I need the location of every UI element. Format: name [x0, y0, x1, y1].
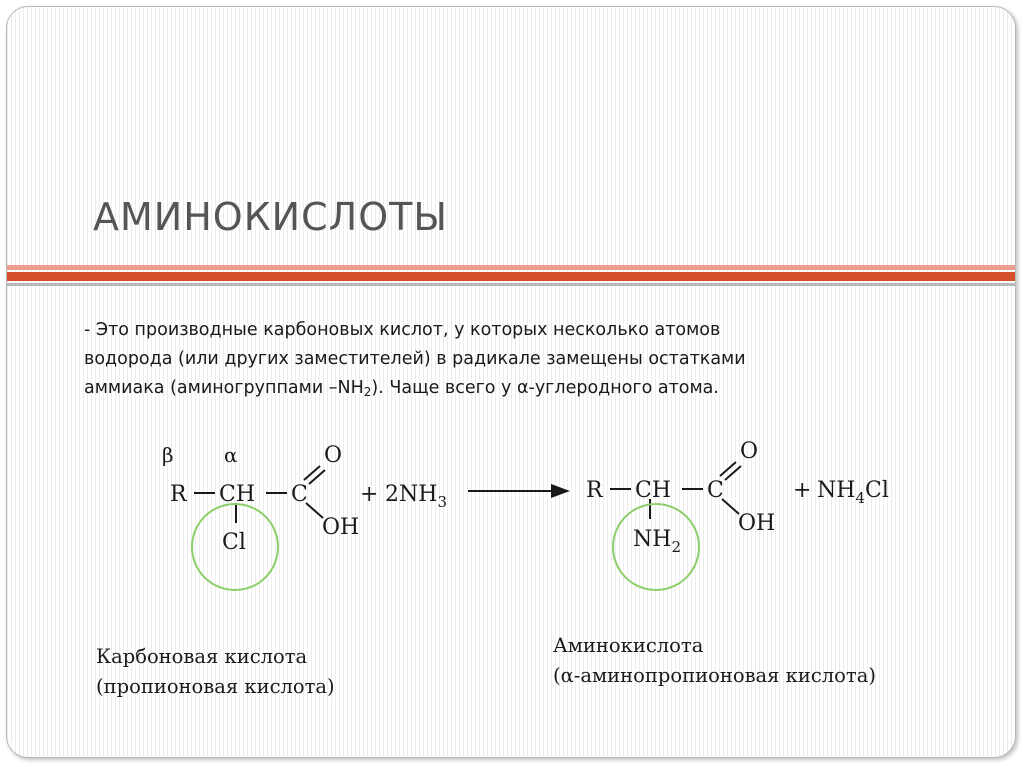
- reactant-double-bond-b: [308, 469, 326, 485]
- alpha-label: α: [224, 443, 238, 467]
- title-divider-gray: [7, 283, 1015, 286]
- slide-title: АМИНОКИСЛОТЫ: [93, 195, 448, 239]
- reactant-highlight-circle: [191, 503, 279, 591]
- reactant-substituent: Cl: [222, 530, 246, 555]
- beta-label: β: [162, 443, 174, 467]
- product-substituent: NH2: [633, 527, 681, 556]
- product-c: C: [707, 478, 724, 503]
- byproduct-subscript: 4: [855, 489, 865, 507]
- caption-left-line-1: Карбоновая кислота: [96, 645, 308, 668]
- definition-line-3-start: аммиака (аминогруппами –NH: [84, 378, 364, 398]
- definition-line-3-end: ). Чаще всего у α-углеродного атома.: [371, 378, 719, 398]
- product-r: R: [586, 478, 604, 503]
- reactant-bond-c-oh: [305, 502, 324, 519]
- reagent-coefficient: 2: [385, 482, 399, 507]
- reactant-double-bond-a: [303, 465, 321, 481]
- definition-line-1: - Это производные карбоновых кислот, у к…: [84, 320, 721, 340]
- definition-line-2: водорода (или других заместителей) в рад…: [84, 349, 746, 369]
- reagent-nh: NH: [399, 482, 437, 507]
- reagent-formula: 2NH3: [385, 482, 447, 511]
- caption-right-line-2: (α-аминопропионовая кислота): [553, 664, 876, 687]
- reactant-o: O: [324, 443, 342, 468]
- reagent-plus: +: [360, 482, 378, 507]
- byproduct-cl: Cl: [865, 478, 889, 503]
- product-double-bond-a: [719, 461, 737, 477]
- product-ch: CH: [635, 478, 671, 503]
- definition-nh2-subscript: 2: [363, 385, 372, 399]
- byproduct-nh: NH: [817, 478, 855, 503]
- reactant-c: C: [291, 482, 308, 507]
- product-substituent-subscript: 2: [671, 538, 681, 556]
- reaction-arrow-head: [551, 484, 570, 498]
- reactant-oh: OH: [322, 515, 359, 540]
- title-divider-light: [7, 265, 1015, 270]
- caption-right-line-1: Аминокислота: [553, 634, 704, 657]
- title-divider-accent: [7, 272, 1015, 281]
- product-o: O: [740, 439, 758, 464]
- product-bond-c-oh: [721, 498, 740, 515]
- product-nh: NH: [633, 527, 671, 552]
- caption-amino-acid: Аминокислота (α-аминопропионовая кислота…: [553, 631, 876, 691]
- reactant-r: R: [170, 482, 188, 507]
- caption-carboxylic-acid: Карбоновая кислота (пропионовая кислота): [96, 642, 335, 702]
- caption-left-line-2: (пропионовая кислота): [96, 675, 335, 698]
- reagent-subscript: 3: [437, 493, 447, 511]
- product-highlight-circle: [612, 503, 700, 591]
- product-oh: OH: [738, 511, 775, 536]
- definition-text: - Это производные карбоновых кислот, у к…: [84, 316, 964, 407]
- reactant-ch: CH: [219, 482, 255, 507]
- byproduct-formula: NH4Cl: [817, 478, 889, 507]
- product-double-bond-b: [724, 465, 742, 481]
- byproduct-plus: +: [793, 478, 811, 503]
- slide: АМИНОКИСЛОТЫ: [6, 6, 1016, 758]
